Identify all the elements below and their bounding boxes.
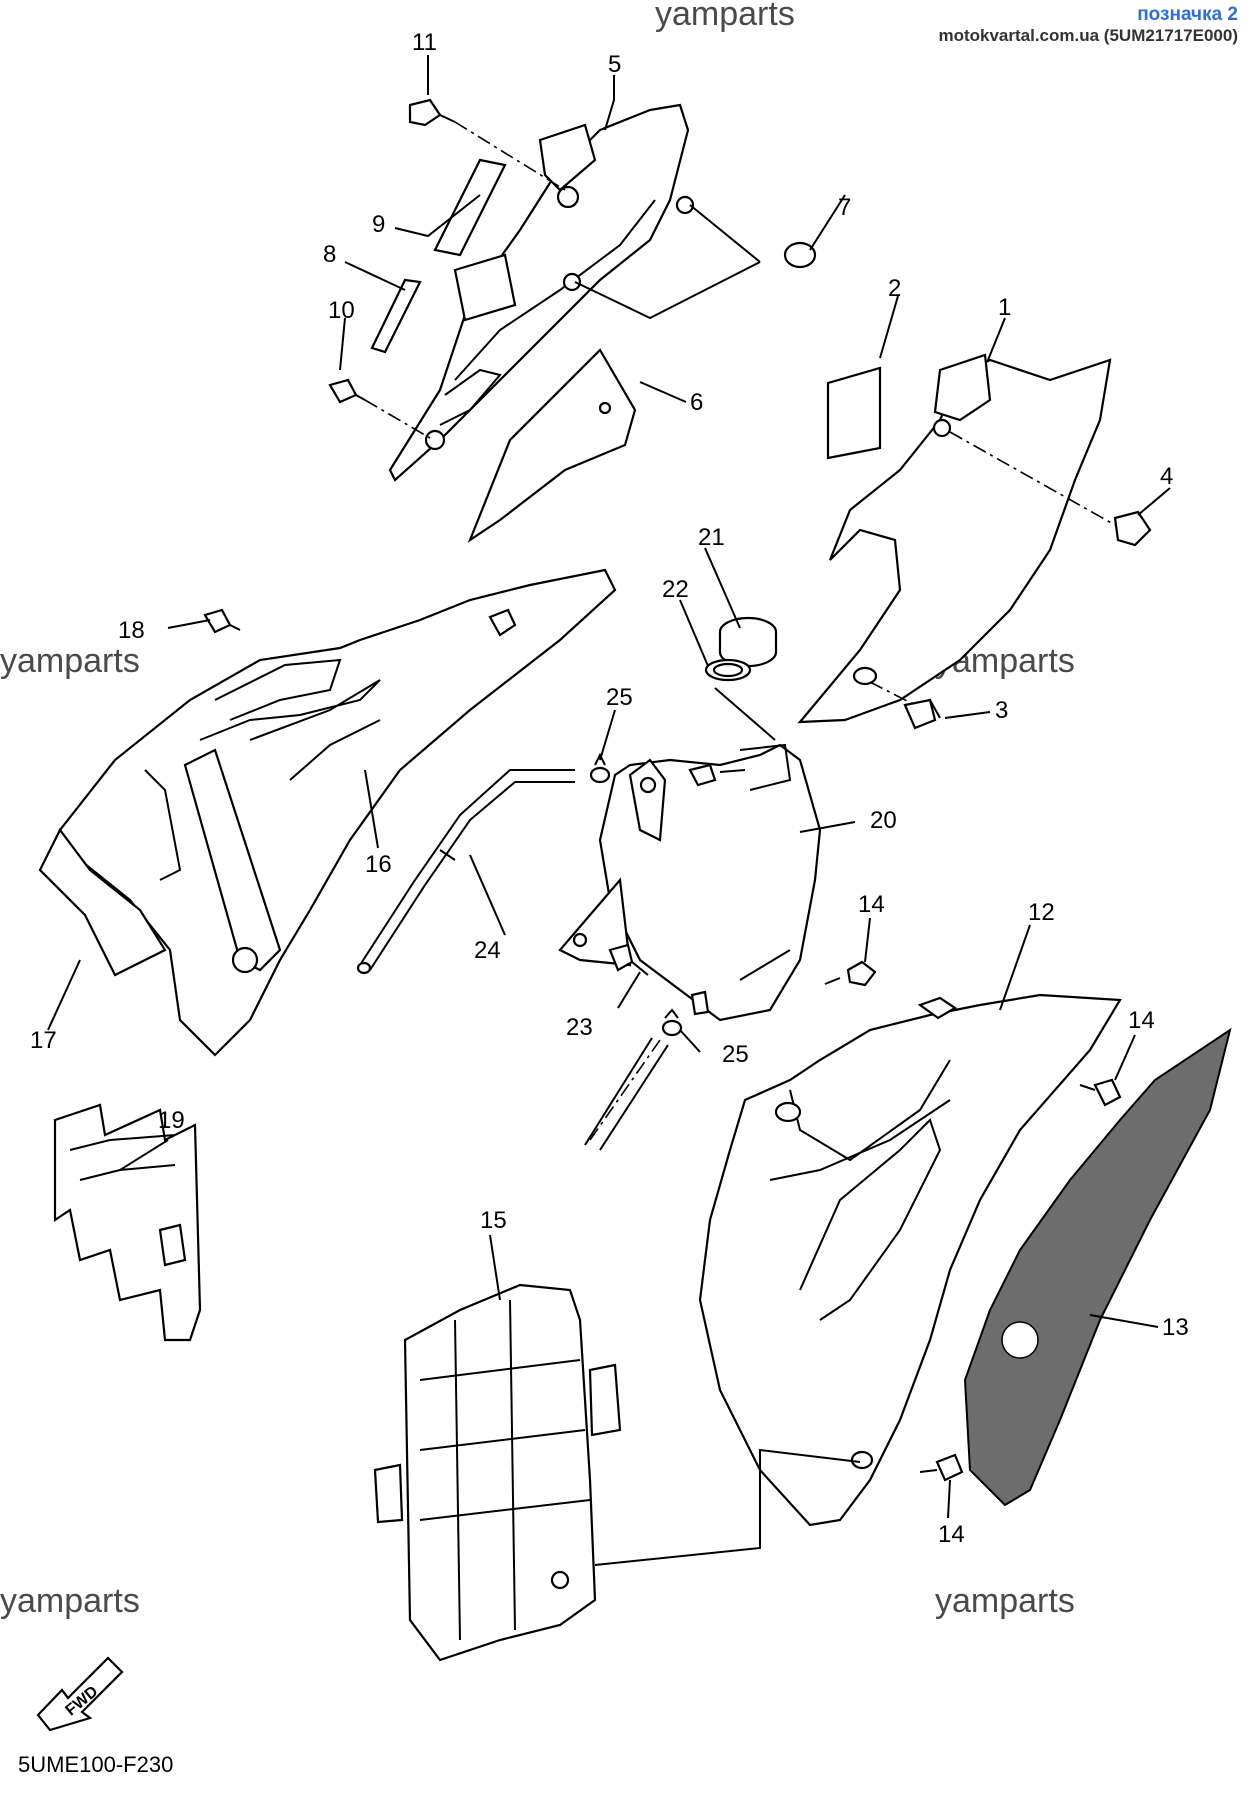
label-part-2: 2 bbox=[888, 275, 901, 302]
label-part-12: 12 bbox=[1028, 899, 1055, 926]
part-23-bolt bbox=[608, 943, 649, 976]
label-part-14-right: 14 bbox=[1128, 1007, 1155, 1034]
part-6-sheet bbox=[467, 348, 637, 543]
part-17-shield bbox=[38, 827, 167, 977]
part-16-shroud bbox=[58, 568, 617, 1057]
label-part-25-lower: 25 bbox=[722, 1041, 749, 1068]
label-part-16: 16 bbox=[365, 851, 392, 878]
label-part-11: 11 bbox=[412, 29, 437, 56]
label-part-23: 23 bbox=[566, 1014, 593, 1041]
part-11-bolt bbox=[408, 98, 566, 191]
part-4-bolt bbox=[949, 431, 1152, 547]
label-part-15: 15 bbox=[480, 1207, 507, 1234]
watermark-top: yamparts bbox=[655, 0, 795, 33]
part-14-bolt-upper bbox=[824, 960, 877, 987]
diagram-code: 5UME100-F230 bbox=[18, 1752, 174, 1777]
part-20-tank bbox=[558, 743, 822, 1022]
part-5-cover bbox=[388, 103, 695, 482]
guard-leader bbox=[594, 1448, 861, 1566]
part-7-grommet bbox=[574, 204, 817, 320]
label-part-1: 1 bbox=[998, 294, 1011, 321]
label-part-14-upper: 14 bbox=[858, 891, 885, 918]
label-part-10: 10 bbox=[328, 297, 355, 324]
label-part-9: 9 bbox=[372, 211, 385, 238]
part-22-gasket bbox=[704, 658, 752, 682]
part-8-strip bbox=[370, 278, 422, 354]
cap-leader bbox=[714, 687, 776, 741]
part-3-bolt bbox=[869, 681, 941, 730]
part-9-strip bbox=[433, 158, 507, 257]
label-part-8: 8 bbox=[323, 241, 336, 268]
label-part-19: 19 bbox=[158, 1107, 185, 1134]
label-part-3: 3 bbox=[995, 697, 1008, 724]
part-25-clip-upper bbox=[589, 752, 611, 784]
part-2-pad bbox=[826, 366, 882, 460]
label-part-24: 24 bbox=[474, 937, 501, 964]
label-part-14-lower: 14 bbox=[938, 1521, 965, 1548]
source-link[interactable]: позначка 2 motokvartal.com.ua (5UM21717E… bbox=[938, 4, 1238, 46]
watermark-right-lower: yamparts bbox=[935, 1582, 1075, 1620]
fwd-arrow-icon: FWD bbox=[36, 1656, 124, 1732]
part-12-shroud bbox=[698, 993, 1122, 1527]
label-part-21: 21 bbox=[698, 524, 725, 551]
label-part-4: 4 bbox=[1160, 463, 1173, 490]
label-part-5: 5 bbox=[608, 51, 621, 78]
part-18-bolt bbox=[203, 608, 241, 634]
leader-lines bbox=[47, 55, 1171, 1519]
link-title[interactable]: позначка 2 bbox=[1137, 4, 1238, 25]
part-25-clip-lower bbox=[661, 1008, 683, 1037]
part-14-bolt-lower bbox=[919, 1453, 964, 1482]
watermark-left-lower: yamparts bbox=[0, 1582, 140, 1620]
label-part-7: 7 bbox=[838, 194, 851, 221]
watermark-left-upper: yamparts bbox=[0, 642, 140, 680]
part-14-bolt-right bbox=[1079, 1078, 1122, 1107]
part-1-side-cover bbox=[797, 353, 1112, 724]
hose-lower bbox=[589, 1039, 661, 1141]
part-10-bolt bbox=[328, 378, 431, 439]
label-part-6: 6 bbox=[690, 389, 703, 416]
label-part-13: 13 bbox=[1162, 1314, 1189, 1341]
part-15-guard bbox=[373, 1283, 622, 1662]
link-subtitle: motokvartal.com.ua (5UM21717E000) bbox=[938, 26, 1238, 45]
part-13-graphic bbox=[963, 1027, 1232, 1507]
part-21-cap bbox=[718, 616, 778, 668]
label-part-25-upper: 25 bbox=[606, 684, 633, 711]
part-24-hose bbox=[356, 769, 575, 975]
label-part-22: 22 bbox=[662, 576, 689, 603]
part-19-guard bbox=[53, 1103, 202, 1342]
label-part-20: 20 bbox=[870, 807, 897, 834]
label-part-18: 18 bbox=[118, 617, 145, 644]
label-part-17: 17 bbox=[30, 1027, 57, 1054]
